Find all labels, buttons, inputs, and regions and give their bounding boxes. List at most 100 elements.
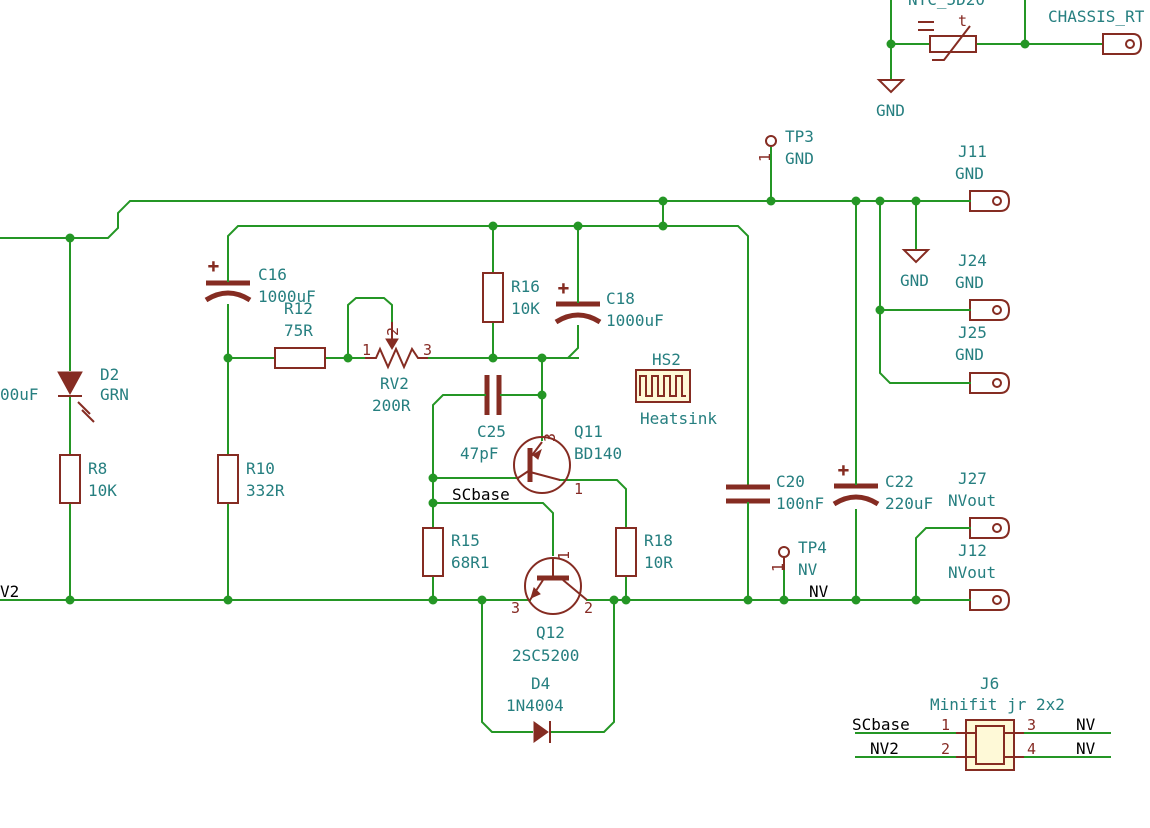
ntc-theta: t xyxy=(958,12,967,30)
junction-dot xyxy=(223,353,233,363)
d2-partial-label: 00uF xyxy=(0,385,39,404)
tp4-pin: 1 xyxy=(769,563,787,572)
junctions xyxy=(65,39,1030,605)
rv2-pin1: 1 xyxy=(362,341,371,359)
c25-capacitor[interactable]: C25 47pF xyxy=(460,375,506,463)
j25-connector[interactable]: J25 GND xyxy=(944,323,1011,394)
j11-body xyxy=(969,190,1011,212)
r8-value: 10K xyxy=(88,481,117,500)
q11-collector-leg xyxy=(529,471,561,481)
r8-ref: R8 xyxy=(88,459,107,478)
tp3-value: GND xyxy=(785,149,814,168)
junction-dot xyxy=(621,595,631,605)
q11-transistor[interactable]: 3 1 Q11 BD140 xyxy=(513,422,622,498)
c16-value: 1000uF xyxy=(258,287,316,306)
j11-connector[interactable]: J11 GND xyxy=(944,142,1011,212)
hs2-heatsink[interactable]: HS2 Heatsink xyxy=(635,350,717,428)
d2-triangle-icon xyxy=(57,371,83,396)
j27-value: NVout xyxy=(948,491,996,510)
q11-ref: Q11 xyxy=(574,422,603,441)
r15-value: 68R1 xyxy=(451,553,490,572)
r15-ref: R15 xyxy=(451,531,480,550)
d2-emit-arrow-1 xyxy=(77,401,91,415)
ntc-thermistor[interactable]: NTC_5D20 t xyxy=(908,0,985,61)
j24-ref: J24 xyxy=(958,251,987,270)
junction-dot xyxy=(875,196,885,206)
junction-dot xyxy=(428,595,438,605)
junction-dot xyxy=(223,595,233,605)
c18-capacitor[interactable]: + C18 1000uF xyxy=(554,278,664,330)
q11-emitter-arrow-icon xyxy=(532,448,542,460)
r18-value: 10R xyxy=(644,553,673,572)
r10-ref: R10 xyxy=(246,459,275,478)
junction-dot xyxy=(911,595,921,605)
c16-capacitor[interactable]: + C16 1000uF xyxy=(204,256,316,306)
r8-resistor[interactable]: R8 10K xyxy=(59,454,117,504)
junction-dot xyxy=(488,353,498,363)
rv2-zigzag xyxy=(365,346,428,370)
gnd-icon xyxy=(901,249,931,264)
wire-j27 xyxy=(915,527,946,601)
j6-body xyxy=(965,719,1015,771)
wire-j25 xyxy=(879,200,946,384)
r12-value: 75R xyxy=(284,321,313,340)
q12-pin3: 3 xyxy=(511,599,520,617)
j27-ref: J27 xyxy=(958,469,987,488)
r10-body xyxy=(217,454,239,504)
junction-dot xyxy=(65,595,75,605)
r18-resistor[interactable]: R18 10R xyxy=(615,527,673,577)
tp4-ref: TP4 xyxy=(798,538,827,557)
r10-resistor[interactable]: R10 332R xyxy=(217,454,285,504)
c22-curved-plate xyxy=(832,494,880,507)
r10-value: 332R xyxy=(246,481,285,500)
c22-value: 220uF xyxy=(885,494,933,513)
net-label-nv: NV xyxy=(809,582,829,601)
j12-value: NVout xyxy=(948,563,996,582)
tp4-value: NV xyxy=(798,560,818,579)
c20-capacitor[interactable]: C20 100nF xyxy=(726,472,824,516)
q12-transistor[interactable]: 1 2 3 Q12 2SC5200 xyxy=(511,551,593,665)
j25-value: GND xyxy=(955,345,984,364)
j24-connector[interactable]: J24 GND xyxy=(944,251,1011,321)
heatsink-icon xyxy=(639,375,686,397)
r16-resistor[interactable]: R16 10K xyxy=(482,272,540,323)
q12-emitter-arrow-icon xyxy=(530,587,541,599)
junction-dot xyxy=(658,196,668,206)
wire-c25-left xyxy=(432,394,481,529)
r15-resistor[interactable]: R15 68R1 xyxy=(422,527,490,577)
tp4-test-point[interactable]: TP4 NV 1 xyxy=(769,538,827,579)
r12-resistor[interactable]: R12 75R xyxy=(274,299,326,369)
r18-ref: R18 xyxy=(644,531,673,550)
d2-emit-arrow-2 xyxy=(81,409,95,423)
r12-body xyxy=(274,347,326,369)
hs2-value: Heatsink xyxy=(640,409,717,428)
junction-dot xyxy=(537,390,547,400)
rv2-potentiometer[interactable]: 1 2 3 RV2 200R xyxy=(362,322,432,415)
junction-dot xyxy=(428,473,438,483)
d4-diode[interactable]: D4 1N4004 xyxy=(506,674,564,743)
q11-pin3: 3 xyxy=(541,433,559,442)
q11-pin1: 1 xyxy=(574,480,583,498)
c22-ref: C22 xyxy=(885,472,914,491)
junction-dot xyxy=(343,353,353,363)
j11-value: GND xyxy=(955,164,984,183)
c22-capacitor[interactable]: + C22 220uF xyxy=(832,460,933,513)
junction-dot xyxy=(1020,39,1030,49)
j12-connector[interactable]: J12 NVout xyxy=(944,541,1011,611)
tp3-test-point[interactable]: TP3 GND 1 xyxy=(756,127,814,168)
c25-ref: C25 xyxy=(477,422,506,441)
ntc-value: NTC_5D20 xyxy=(908,0,985,9)
j12-ref: J12 xyxy=(958,541,987,560)
chassis-connector[interactable]: CHASSIS_RT xyxy=(1048,7,1145,55)
junction-dot xyxy=(609,595,619,605)
j6-pin4: 4 xyxy=(1027,740,1036,758)
d2-value: GRN xyxy=(100,385,129,404)
r12-ref: R12 xyxy=(284,299,313,318)
j6-connector[interactable]: J6 Minifit jr 2x2 SCbase NV2 1 2 3 4 NV … xyxy=(852,674,1096,771)
j27-connector[interactable]: J27 NVout xyxy=(944,469,1011,539)
connector-hole-icon xyxy=(992,523,1002,533)
connector-hole-icon xyxy=(992,305,1002,315)
d2-led[interactable]: D2 GRN 00uF xyxy=(0,365,129,423)
rv2-wiper-arrow-icon xyxy=(385,338,399,350)
